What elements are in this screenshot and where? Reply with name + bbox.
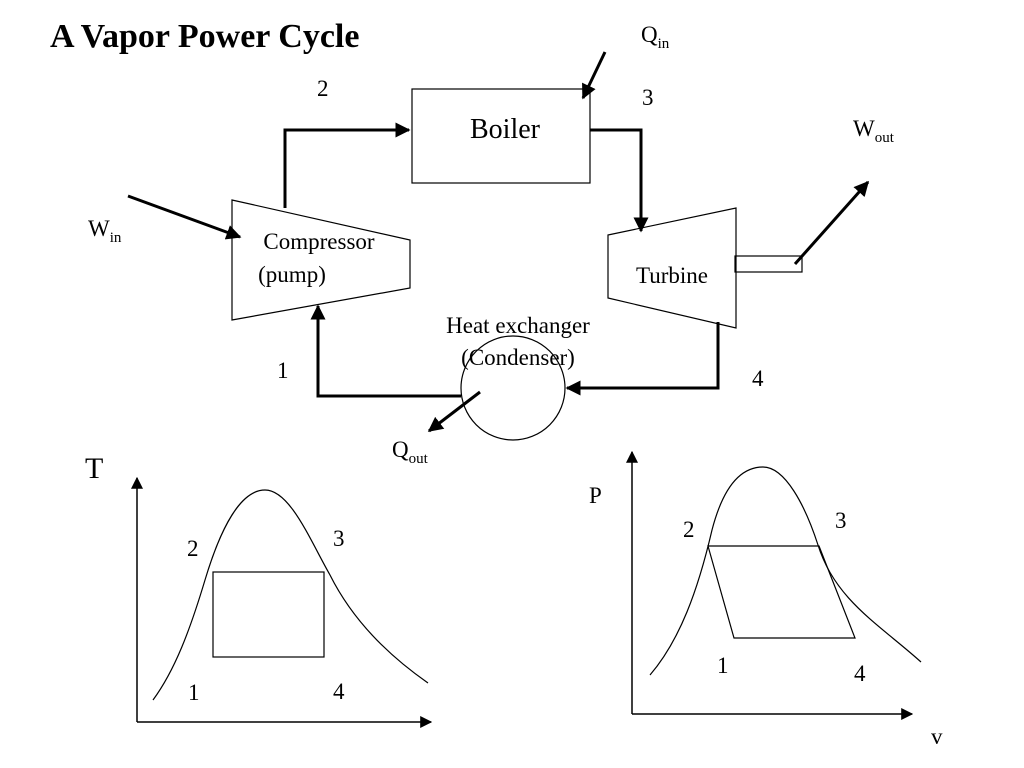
ts-state-4: 4 (333, 679, 345, 704)
pv-state-2: 2 (683, 517, 695, 542)
boiler-box (411, 88, 591, 184)
flow-line-condenser-to-pump (310, 304, 461, 398)
flow-line-boiler-to-turbine (590, 128, 649, 233)
pv-state-3: 3 (835, 508, 847, 533)
ts-cycle-rectangle (212, 571, 325, 658)
cycle-state-1: 1 (277, 358, 289, 383)
compressor-shape (231, 199, 411, 321)
boiler-label: Boiler (470, 114, 541, 145)
pv-x-axis-label: v (931, 724, 943, 749)
ts-state-3: 3 (333, 526, 345, 551)
compressor-label: Compressor (263, 229, 375, 254)
turbine-shape (607, 207, 737, 329)
flow-line-turbine-to-condenser (565, 322, 720, 396)
pv-cycle-shape (707, 545, 856, 639)
turbine-shaft (734, 255, 803, 273)
pv-y-axis-label: P (589, 483, 602, 508)
boiler: Boiler (411, 88, 591, 184)
w-out-label: Wout (853, 116, 895, 146)
condenser-label: (Condenser) (461, 345, 575, 370)
q-out-arrow (427, 390, 481, 433)
ts-state-2: 2 (187, 536, 199, 561)
cycle-state-2: 2 (317, 76, 329, 101)
q-out-label: Qout (392, 437, 429, 467)
q-in-arrow (581, 51, 607, 100)
pv-saturation-dome (649, 466, 922, 676)
flow-line-2-to-boiler (283, 122, 411, 208)
condenser-circle (460, 335, 566, 441)
cycle-state-4: 4 (752, 366, 764, 391)
w-in-arrow (127, 194, 242, 240)
pv-diagram: P v 1 2 3 4 (589, 450, 943, 749)
heat-exchanger-label: Heat exchanger (446, 313, 590, 338)
q-in-label: Qin (641, 22, 670, 52)
pv-state-1: 1 (717, 653, 729, 678)
turbine: Turbine (607, 207, 803, 329)
compressor: Compressor (pump) (231, 199, 411, 321)
cycle-schematic: Boiler Compressor (pump) Turbine Heat ex… (88, 22, 895, 467)
turbine-label: Turbine (636, 263, 708, 288)
w-in-label: Win (88, 216, 122, 246)
ts-state-1: 1 (188, 680, 200, 705)
heat-exchanger: Heat exchanger (Condenser) (446, 313, 590, 441)
w-out-arrow (793, 180, 870, 265)
cycle-state-3: 3 (642, 85, 654, 110)
ts-y-axis-label: T (85, 452, 103, 485)
ts-saturation-dome (152, 489, 429, 701)
ts-diagram: T 1 2 3 4 (85, 452, 433, 728)
pv-state-4: 4 (854, 661, 866, 686)
compressor-sublabel: (pump) (258, 262, 326, 287)
page-title: A Vapor Power Cycle (50, 18, 360, 55)
